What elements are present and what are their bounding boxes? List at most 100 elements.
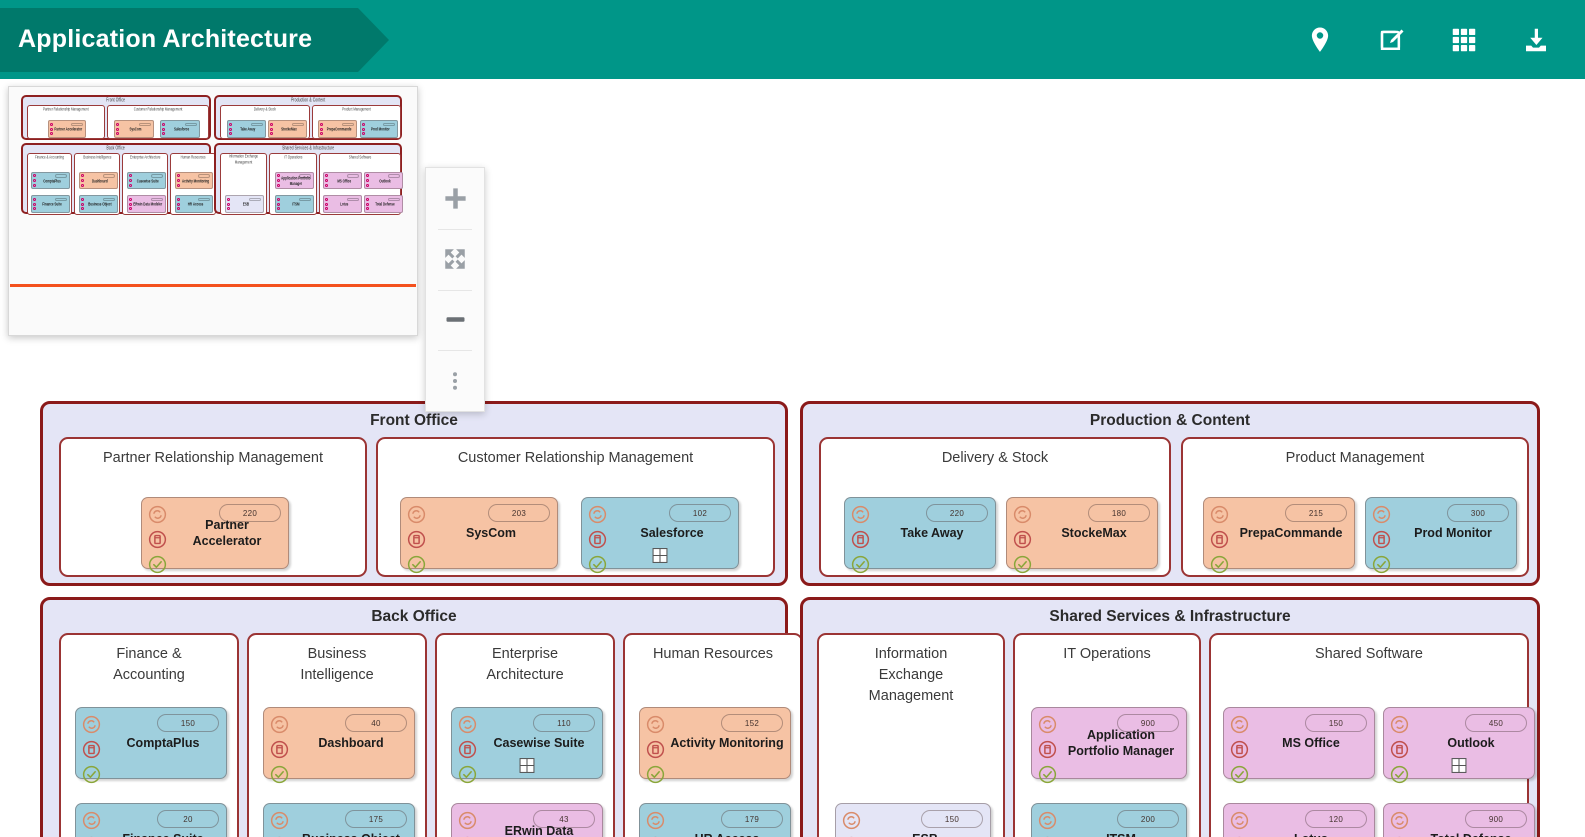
app-name-label: Outlook — [1447, 735, 1495, 750]
app-status-icons — [1389, 714, 1410, 785]
app-status-icons — [1037, 714, 1058, 785]
app-status-icons — [850, 504, 871, 575]
minimap-app-badge — [249, 197, 262, 202]
minimap-app-label: Application Portfolio Manager — [281, 174, 311, 187]
app-name-label: SysCom — [465, 525, 517, 540]
minimap-subgroup-label: Enterprise Architecture — [130, 154, 161, 161]
subgroup-finance-accounting[interactable]: Finance &Accounting150ComptaPlus20Financ… — [59, 633, 239, 837]
app-metric-badge: 200 — [1117, 810, 1179, 828]
minimap-app-icons — [49, 122, 53, 136]
app-card-business-object[interactable]: 175Business Object — [263, 803, 415, 837]
minimap-app-label: ITSM — [292, 201, 300, 207]
app-card-total-defense[interactable]: 900Total Defense — [1383, 803, 1535, 837]
app-name-label: Casewise Suite — [493, 735, 585, 750]
minimap-subgroup-label: Delivery & Stock — [253, 106, 276, 113]
nested-diagram-icon[interactable] — [519, 758, 535, 773]
grid-apps-icon[interactable] — [1449, 25, 1479, 55]
minimap-subgroup-label: Product Management — [342, 106, 371, 113]
zoom-in-button[interactable] — [426, 168, 484, 229]
minimap-app-icons — [366, 197, 370, 211]
app-card-finance-suite[interactable]: 20Finance Suite — [75, 803, 227, 837]
fit-to-screen-button[interactable] — [426, 228, 484, 290]
application-icon — [1371, 529, 1392, 550]
status-check-icon — [645, 764, 666, 785]
app-metric-badge: 203 — [488, 504, 550, 522]
minimap-viewport-band[interactable] — [10, 284, 416, 287]
app-card-hr-access[interactable]: 179HR Access — [639, 803, 791, 837]
status-check-icon — [81, 764, 102, 785]
app-card-itsm[interactable]: 200ITSM — [1031, 803, 1187, 837]
app-status-icons — [1209, 504, 1230, 575]
subgroup-title: Partner Relationship Management — [102, 450, 324, 466]
lifecycle-icon — [81, 714, 102, 735]
app-card-lotus[interactable]: 120Lotus — [1223, 803, 1375, 837]
nested-diagram-icon[interactable] — [652, 548, 668, 563]
location-pin-icon[interactable] — [1305, 25, 1335, 55]
download-icon[interactable] — [1521, 25, 1551, 55]
zoom-out-button[interactable] — [426, 289, 484, 351]
status-check-icon — [1371, 554, 1392, 575]
lifecycle-icon — [645, 810, 666, 831]
application-icon — [1389, 739, 1410, 760]
status-check-icon — [1037, 764, 1058, 785]
subgroup-information-exchange-management[interactable]: InformationExchangeManagement150ESB — [817, 633, 1005, 837]
app-metric-badge: 102 — [669, 504, 731, 522]
minimap-app-label: Activity Monitoring — [181, 177, 210, 184]
app-status-icons — [457, 714, 478, 785]
minimap-app-icons — [276, 197, 280, 211]
minimap-app-badge — [54, 174, 67, 178]
nested-diagram-icon[interactable] — [1451, 758, 1467, 773]
app-metric-badge: 150 — [157, 714, 219, 732]
subgroup-title: Shared Software — [1314, 646, 1423, 662]
minimap-app-badge — [250, 122, 263, 127]
status-check-icon — [147, 554, 168, 575]
minimap-app-label: Outlook — [379, 177, 391, 184]
more-options-button[interactable] — [426, 350, 484, 411]
app-name-label: Total Defense — [1414, 831, 1528, 837]
app-name-label: Prod Monitor — [1414, 525, 1492, 540]
app-card-esb[interactable]: 150ESB — [835, 803, 991, 837]
minimap-app-card: MS Office — [323, 171, 363, 190]
subgroup-title: Product Management — [1285, 450, 1425, 466]
app-metric-badge: 43 — [533, 810, 595, 828]
group-title: Back Office — [371, 608, 457, 625]
application-icon — [269, 739, 290, 760]
edit-square-icon[interactable] — [1377, 25, 1407, 55]
minimap-subgroup-label: Information Exchange Management — [228, 153, 259, 166]
lifecycle-icon — [1209, 504, 1230, 525]
application-icon — [1012, 529, 1033, 550]
lifecycle-icon — [1389, 810, 1410, 831]
